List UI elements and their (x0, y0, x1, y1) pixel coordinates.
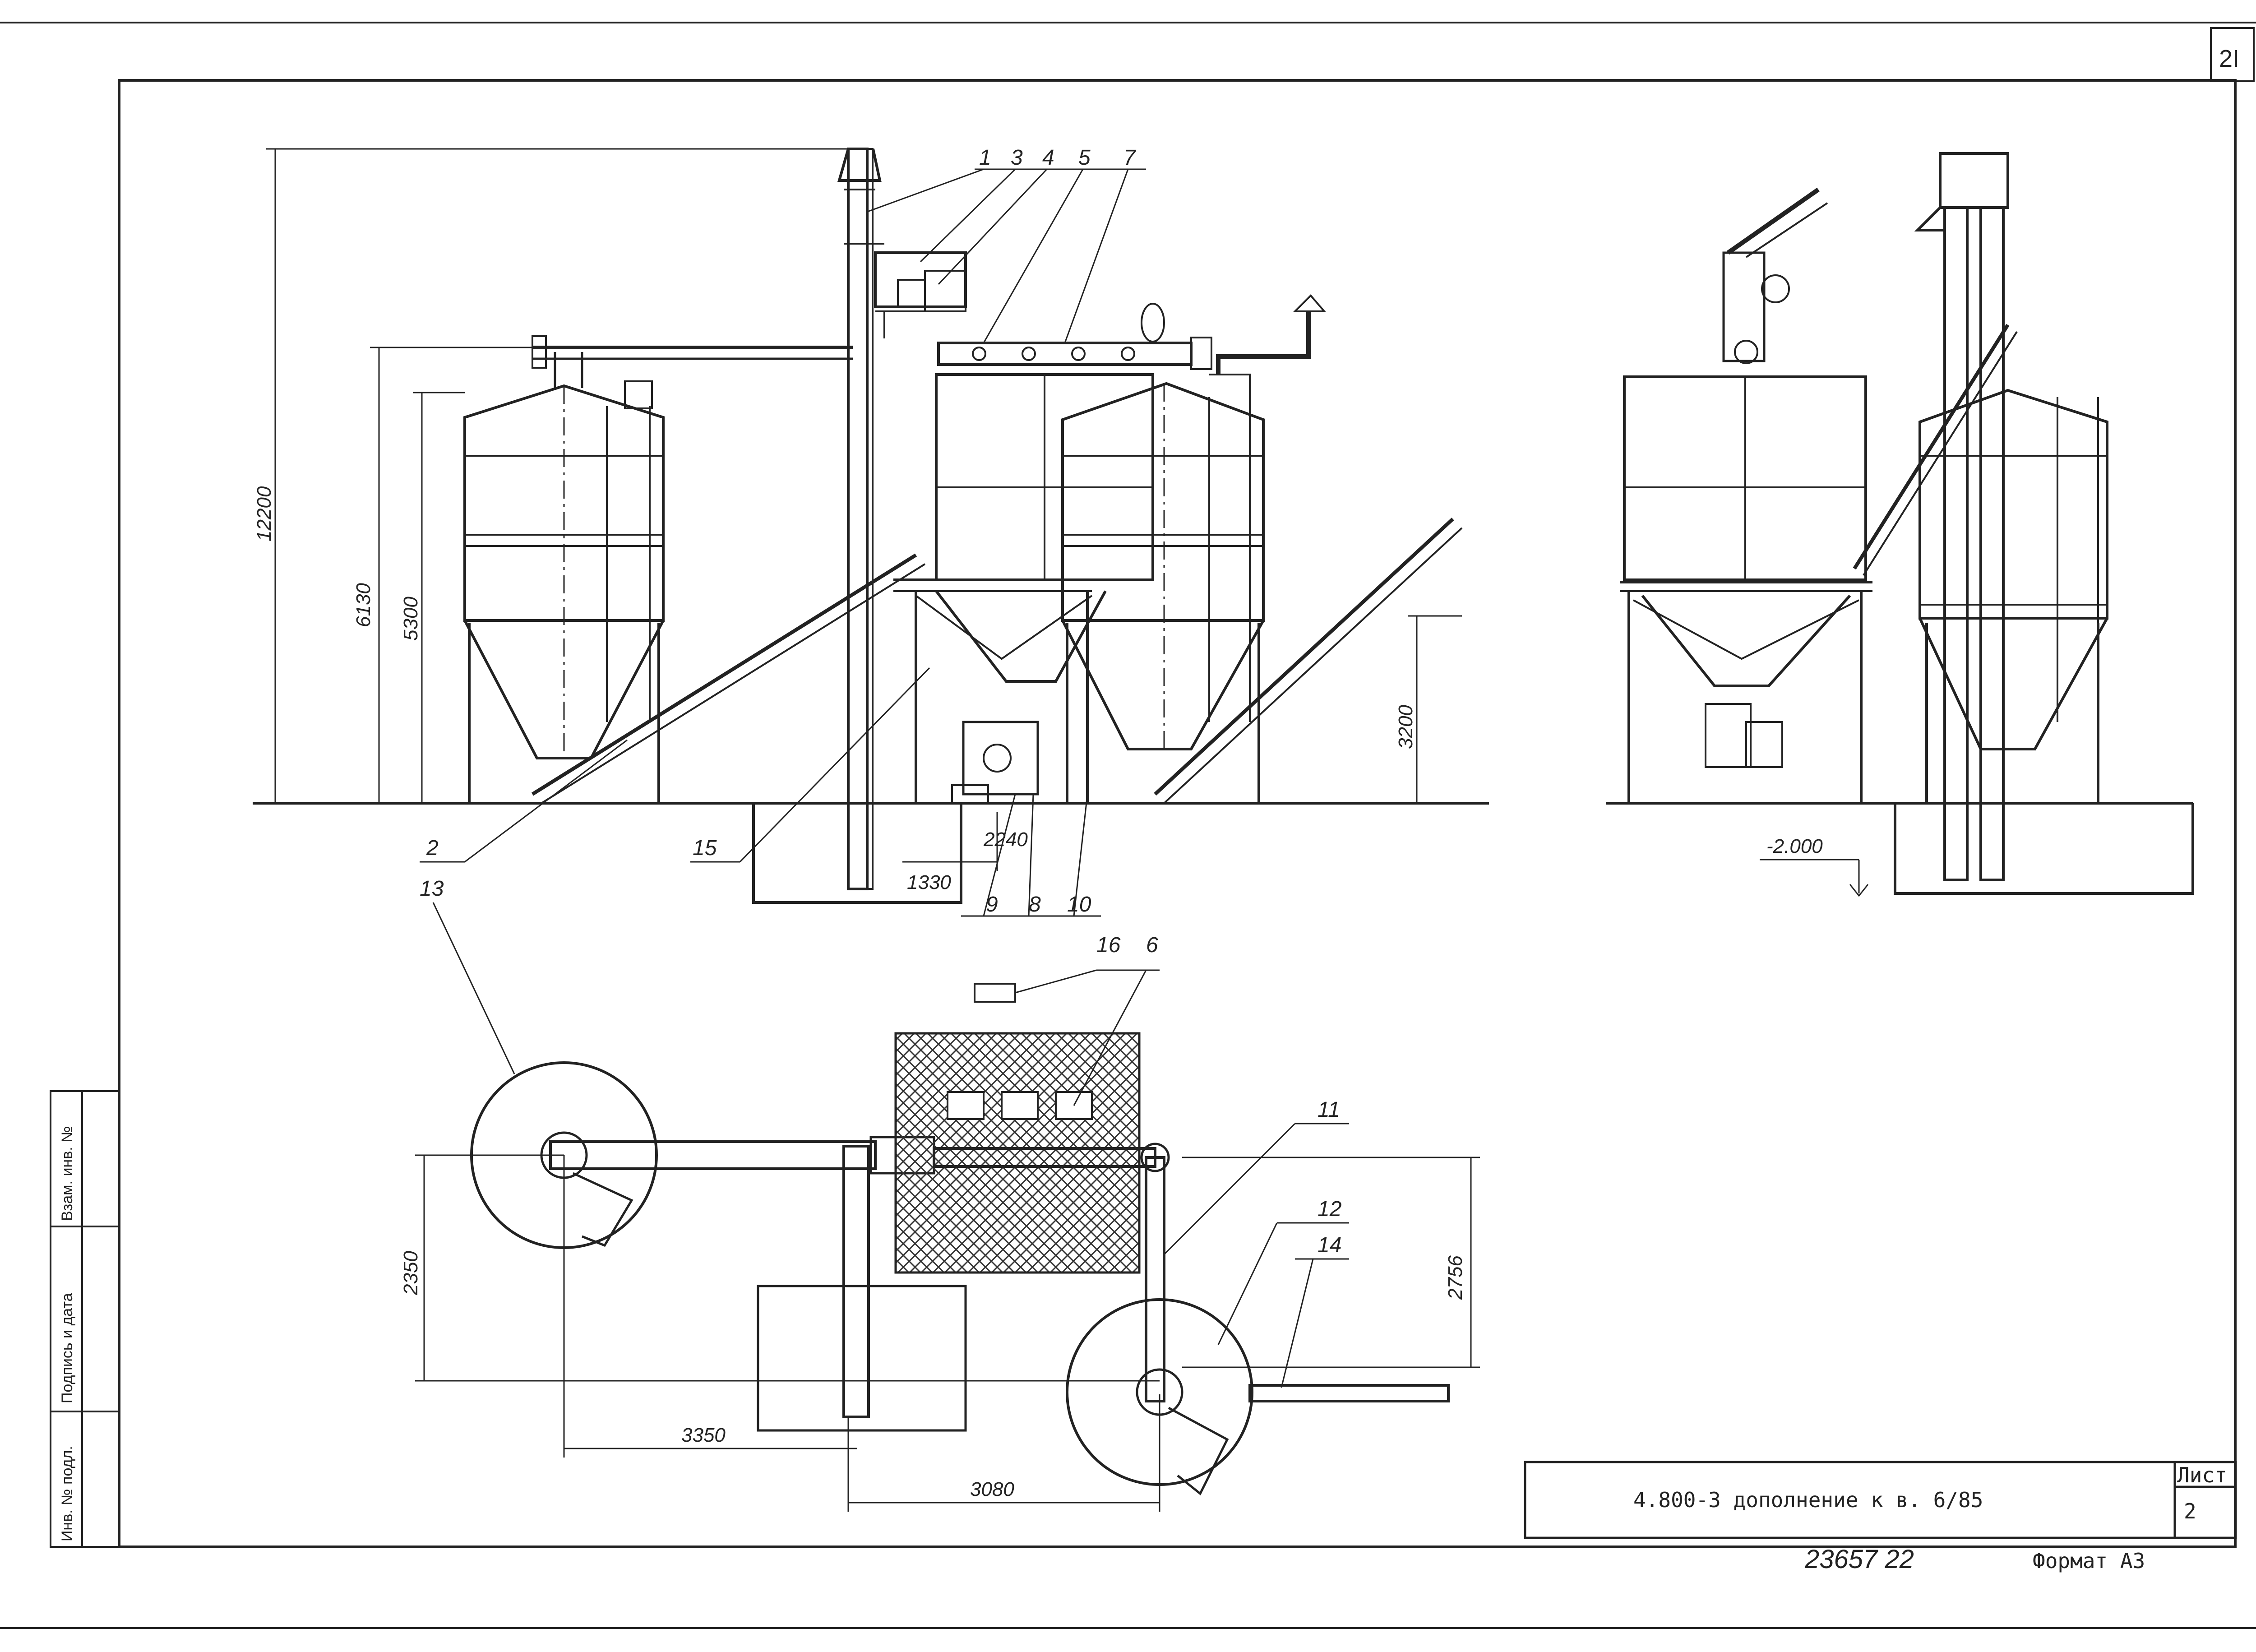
callout-1: 1 (979, 146, 991, 170)
handwritten-number: 23657 22 (1804, 1545, 1914, 1574)
callout-8: 8 (1029, 893, 1041, 916)
callout-leaders (420, 168, 1146, 917)
document-designation: 4.800-3 дополнение к в. 6/85 (1633, 1488, 1983, 1512)
bucket-elevator (837, 148, 884, 890)
dispenser-unit (874, 251, 967, 338)
dimension-12200: 12200 (253, 486, 275, 541)
dimension-3350: 3350 (681, 1424, 726, 1446)
callout-4: 4 (1042, 146, 1054, 170)
callout-5: 5 (1078, 146, 1091, 170)
front-dimensions (266, 148, 1462, 871)
dimension-6130: 6130 (352, 583, 374, 627)
title-block (1524, 1461, 2237, 1539)
side-stamp-signature-label: Подпись и дата (59, 1293, 76, 1403)
page-number: 2I (2219, 45, 2239, 72)
dimension-5300: 5300 (400, 597, 422, 641)
callout-14: 14 (1318, 1233, 1341, 1257)
callout-10: 10 (1067, 893, 1091, 916)
storage-bin-frame (893, 373, 1154, 804)
callout-6: 6 (1146, 933, 1158, 957)
sheet-frame (0, 22, 2256, 1629)
dimension-2240: 2240 (983, 828, 1028, 851)
callout-15: 15 (693, 836, 717, 860)
dimension-1330: 1330 (907, 871, 951, 893)
callout-11: 11 (1318, 1098, 1340, 1122)
sheet-label: Лист (2177, 1463, 2227, 1487)
dimension-3200: 3200 (1395, 705, 1417, 749)
dimension-2756: 2756 (1444, 1255, 1466, 1300)
callout-16: 16 (1096, 933, 1121, 957)
level-mark: -2.000 (1766, 835, 1823, 857)
right-silo (1061, 294, 1327, 803)
side-elevation (1606, 152, 2194, 897)
plan-view (415, 902, 1480, 1512)
callout-9: 9 (986, 893, 998, 916)
callout-2: 2 (426, 836, 439, 860)
callout-3: 3 (1011, 146, 1023, 170)
callout-12: 12 (1318, 1197, 1341, 1221)
callout-7: 7 (1123, 146, 1137, 170)
left-silo (463, 352, 665, 803)
side-stamp-inventory-label: Инв. № подл. (59, 1446, 76, 1541)
callout-13: 13 (420, 877, 444, 901)
sheet-number: 2 (2184, 1499, 2196, 1523)
front-elevation (253, 148, 1489, 917)
side-stamp-replace-label: Взам. инв. № (59, 1126, 76, 1221)
dimension-2350: 2350 (400, 1251, 422, 1296)
side-stamp: Взам. инв. № Подпись и дата Инв. № подл. (50, 1090, 120, 1548)
format-label: Формат А3 (2033, 1549, 2145, 1573)
dimension-3080: 3080 (970, 1478, 1014, 1500)
